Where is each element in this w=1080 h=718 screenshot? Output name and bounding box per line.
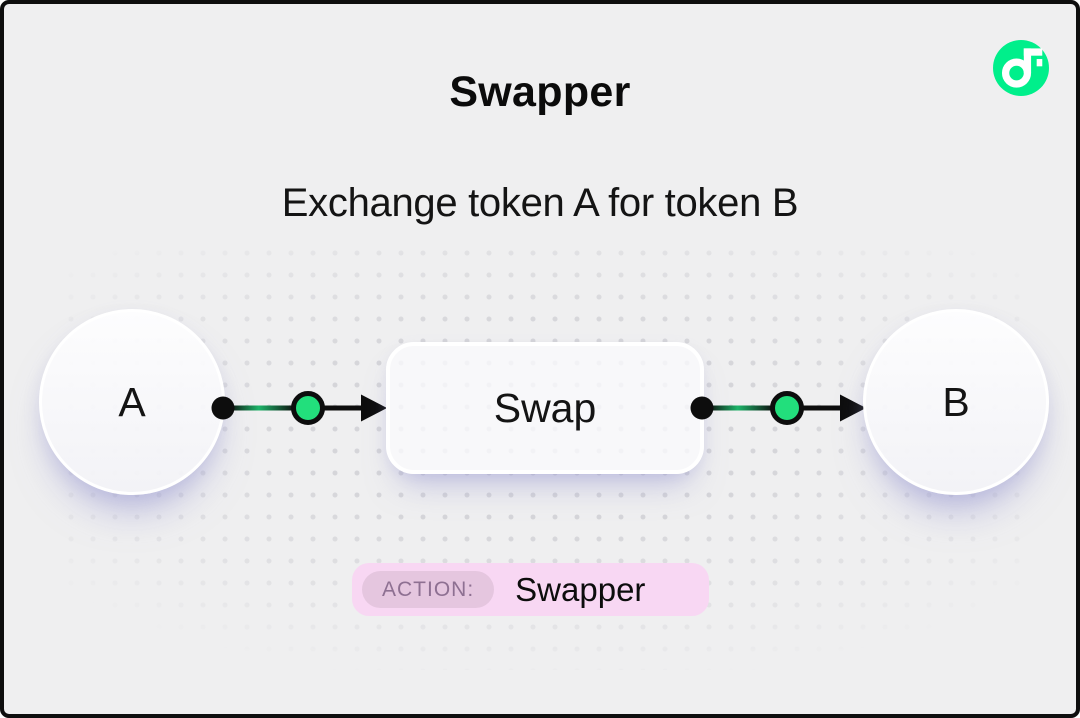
- diagram-node-token-b: B: [863, 309, 1049, 495]
- connector-line-green-accent: [229, 405, 295, 411]
- connector-a-to-swap: [211, 384, 387, 432]
- diagram-node-swap: Swap: [386, 342, 704, 474]
- token-dot-icon: [770, 391, 804, 425]
- flow-logo-icon: [993, 40, 1049, 96]
- arrow-right-icon: [840, 394, 866, 422]
- diagram-node-token-a: A: [39, 309, 225, 495]
- node-label: A: [118, 378, 146, 425]
- action-badge-value: Swapper: [515, 570, 646, 608]
- node-label: Swap: [493, 384, 597, 431]
- port-dot-icon: [211, 396, 235, 420]
- connector-line-green-accent: [708, 405, 774, 411]
- port-dot-icon: [690, 396, 714, 420]
- arrow-right-icon: [361, 394, 387, 422]
- node-label: B: [942, 378, 970, 425]
- page-title: Swapper: [449, 68, 631, 116]
- token-dot-icon: [291, 391, 325, 425]
- page-subtitle: Exchange token A for token B: [281, 181, 799, 225]
- action-badge-prefix: ACTION:: [362, 571, 495, 608]
- action-badge: ACTION: Swapper: [352, 563, 709, 616]
- connector-swap-to-b: [690, 384, 866, 432]
